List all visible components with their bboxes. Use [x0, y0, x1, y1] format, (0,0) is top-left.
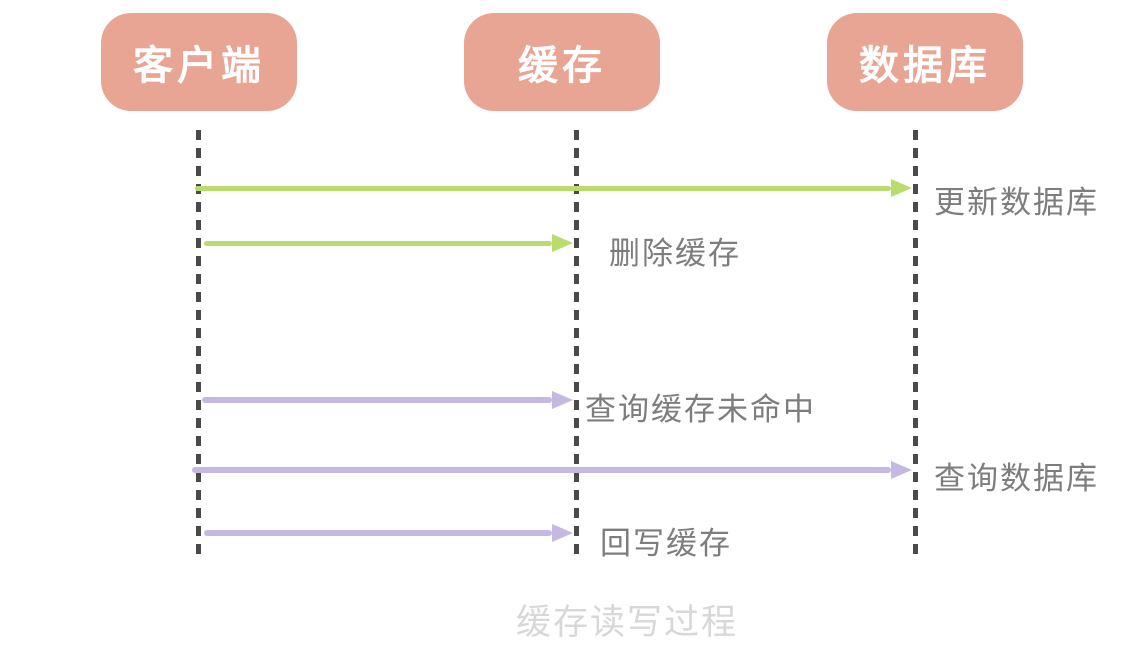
arrow-shaft: [204, 530, 552, 536]
arrow-shaft: [192, 467, 891, 473]
lifeline-client: [196, 130, 201, 556]
arrow-write-back-cache: [204, 524, 573, 542]
arrow-query-database: [192, 461, 912, 479]
arrow-shaft: [204, 240, 552, 246]
arrowhead-icon: [552, 524, 573, 542]
message-label-delete-cache: 删除缓存: [609, 236, 741, 271]
arrowhead-icon: [891, 461, 912, 479]
actor-box-database: 数据库: [827, 13, 1023, 111]
actor-box-cache: 缓存: [464, 13, 660, 111]
arrow-shaft: [202, 397, 552, 403]
arrow-delete-cache: [204, 234, 573, 252]
arrow-query-cache-miss: [202, 391, 573, 409]
actor-label-database: 数据库: [859, 44, 991, 88]
lifeline-database: [913, 130, 918, 556]
arrow-shaft: [195, 185, 891, 191]
arrow-update-database: [195, 179, 912, 197]
actor-label-cache: 缓存: [518, 44, 606, 88]
actor-box-client: 客户端: [101, 13, 297, 111]
lifeline-cache: [574, 130, 579, 556]
diagram-caption: 缓存读写过程: [516, 603, 739, 642]
message-label-update-database: 更新数据库: [934, 185, 1099, 220]
message-label-query-cache-miss: 查询缓存未命中: [585, 392, 816, 427]
arrowhead-icon: [552, 234, 573, 252]
message-label-write-back-cache: 回写缓存: [600, 526, 732, 561]
message-label-query-database: 查询数据库: [934, 461, 1099, 496]
arrowhead-icon: [552, 391, 573, 409]
actor-label-client: 客户端: [133, 44, 265, 88]
arrowhead-icon: [891, 179, 912, 197]
